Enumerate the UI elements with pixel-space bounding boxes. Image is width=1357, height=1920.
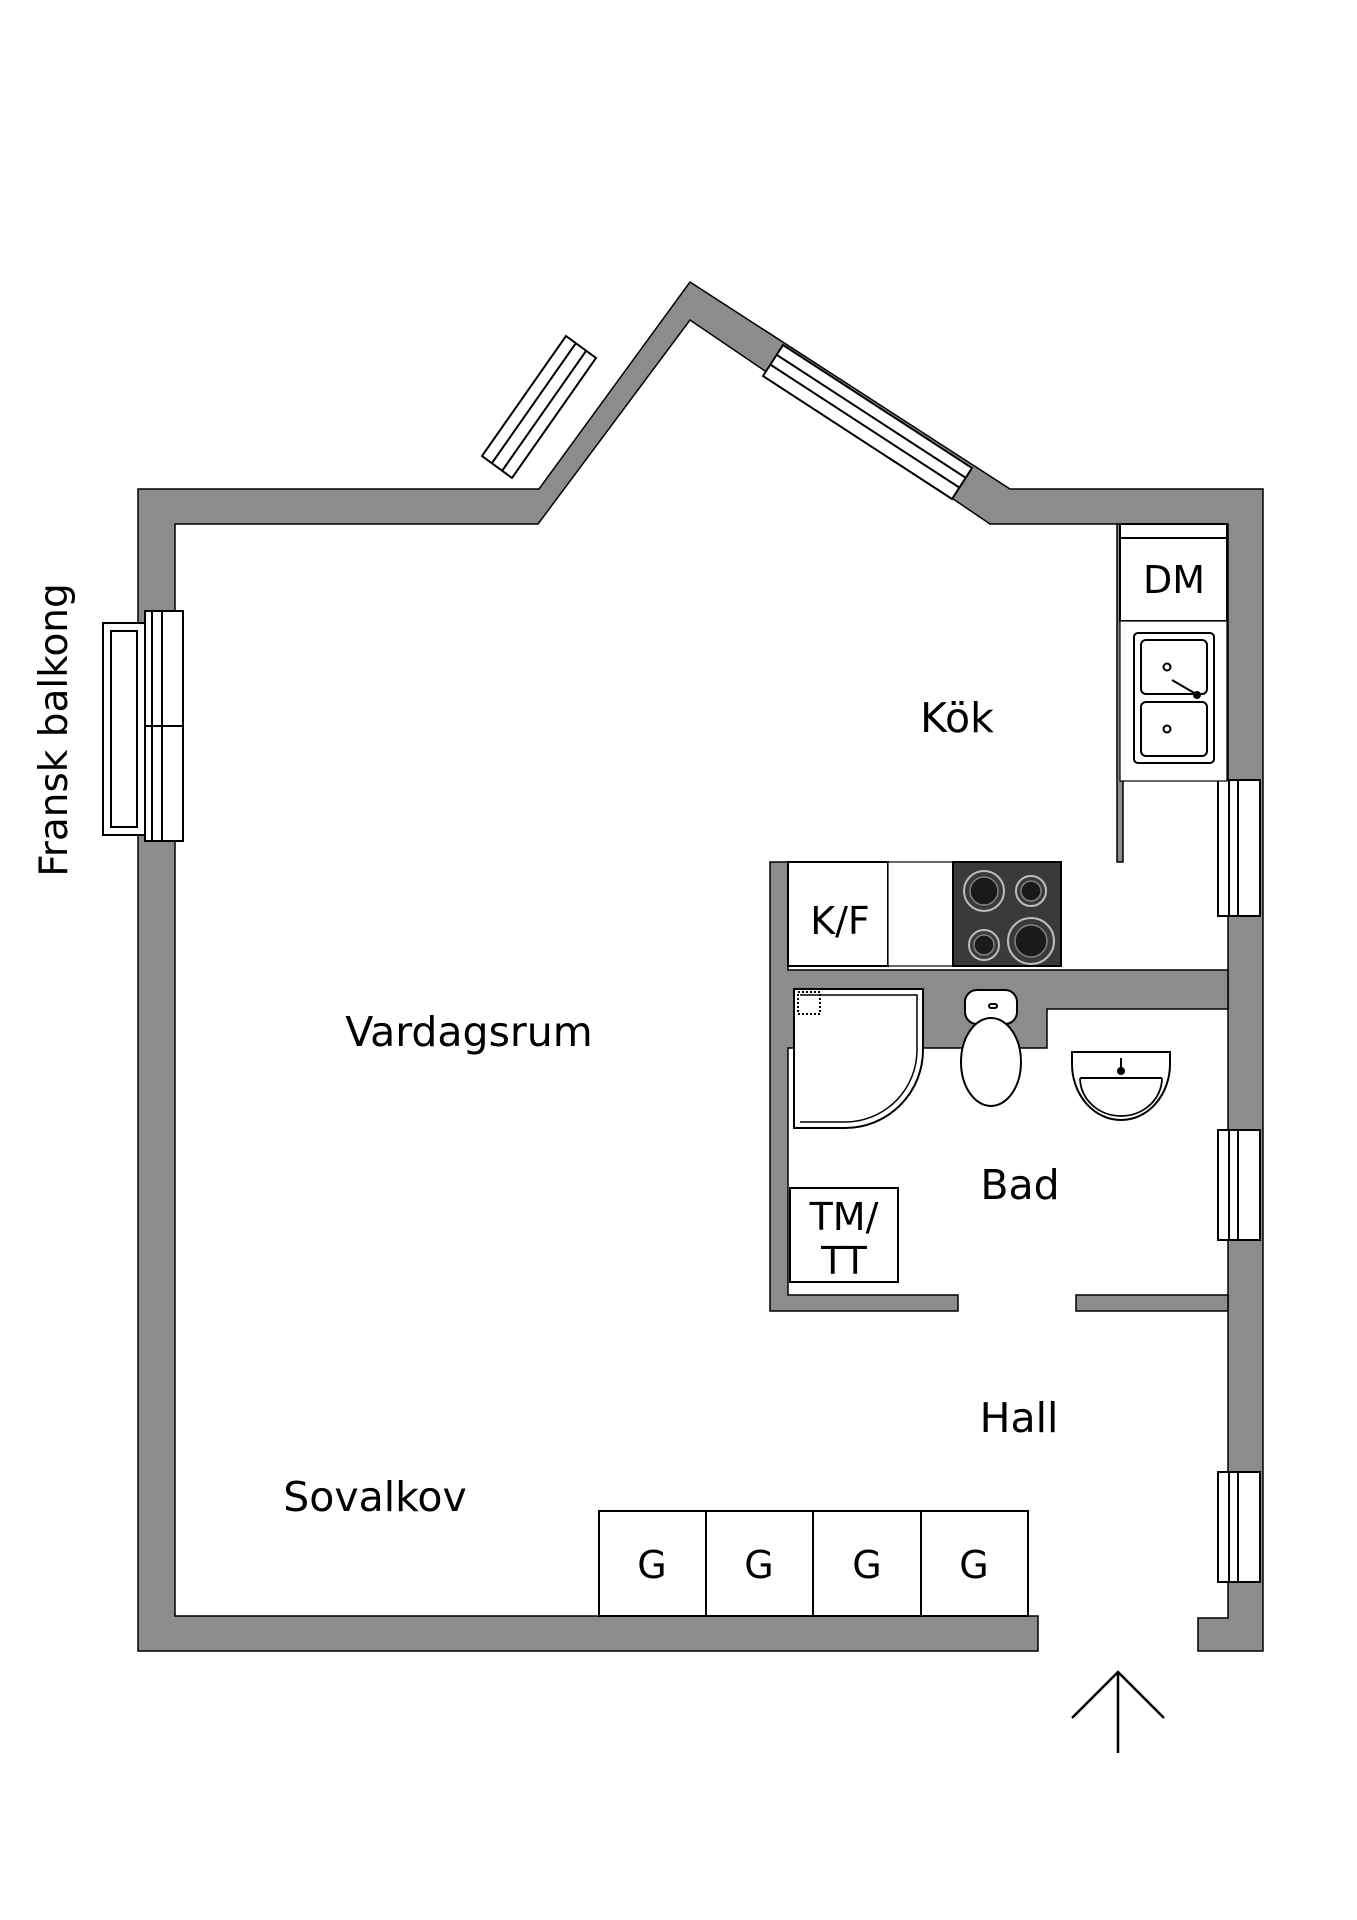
washbasin-icon bbox=[1071, 1051, 1171, 1121]
fridge-freezer bbox=[787, 861, 889, 967]
living-room-label: Vardagsrum bbox=[345, 1008, 592, 1056]
fridge-freezer-label: K/F bbox=[810, 899, 870, 943]
bath-door-wall-right bbox=[1075, 1294, 1229, 1312]
entrance-arrow-icon bbox=[1071, 1670, 1165, 1753]
shower-icon bbox=[793, 988, 924, 1129]
kitchen-upper-counter bbox=[1119, 523, 1228, 539]
outer-wall bbox=[137, 280, 1264, 1652]
kitchen-bath-wall bbox=[769, 861, 1229, 1312]
diagonal-window-right bbox=[761, 343, 974, 501]
toilet-icon bbox=[960, 989, 1022, 1107]
stove-icon bbox=[952, 861, 1062, 967]
washer-dryer-label-line2: TT bbox=[820, 1239, 868, 1283]
sleeping-alcove-label: Sovalkov bbox=[283, 1473, 467, 1521]
kitchen-window bbox=[1217, 779, 1261, 917]
kitchen-counter-bottom bbox=[887, 861, 954, 967]
washer-dryer-label-line1: TM/ bbox=[809, 1195, 879, 1239]
washer-dryer bbox=[789, 1187, 899, 1283]
wardrobe-label-4: G bbox=[959, 1543, 988, 1587]
wardrobe-2 bbox=[705, 1510, 814, 1617]
balcony-label: Fransk balkong bbox=[32, 583, 77, 877]
dishwasher-label: DM bbox=[1143, 558, 1205, 602]
wardrobe-label-2: G bbox=[744, 1543, 773, 1587]
bathroom-fixtures bbox=[789, 988, 1171, 1283]
wardrobe-label-1: G bbox=[637, 1543, 666, 1587]
wardrobe-1 bbox=[598, 1510, 707, 1617]
hall-label: Hall bbox=[980, 1394, 1059, 1442]
double-sink-icon bbox=[1133, 632, 1215, 764]
diagonal-window-left bbox=[480, 334, 598, 480]
kitchen-label: Kök bbox=[920, 694, 994, 742]
kitchen-fixtures bbox=[787, 523, 1228, 967]
bathroom-label: Bad bbox=[980, 1161, 1059, 1209]
bathroom-window bbox=[1217, 1129, 1261, 1241]
hall-window bbox=[1217, 1471, 1261, 1583]
french-balcony-window bbox=[102, 610, 184, 842]
wardrobes bbox=[598, 1510, 1029, 1617]
wardrobe-label-3: G bbox=[852, 1543, 881, 1587]
windows bbox=[102, 334, 1261, 1583]
walls bbox=[137, 280, 1264, 1652]
wardrobe-4 bbox=[920, 1510, 1029, 1617]
